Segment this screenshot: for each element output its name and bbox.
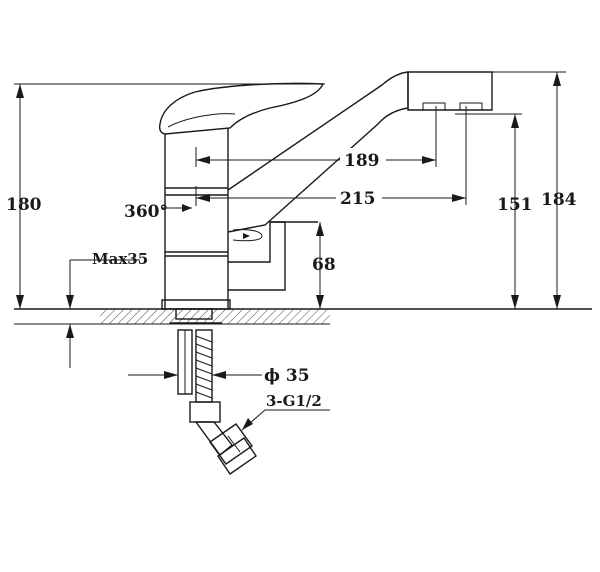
lever-handle	[14, 82, 325, 135]
braided-hose	[195, 335, 213, 399]
hose-nut	[209, 423, 257, 475]
dimension-189: 189	[195, 106, 437, 171]
dimension-215: 215	[195, 106, 467, 209]
label-180: 180	[6, 195, 42, 215]
dimension-max35: Max35	[66, 250, 148, 368]
dimension-68: 68	[312, 222, 336, 309]
side-valve	[228, 221, 318, 291]
shank-and-hoses	[170, 308, 257, 475]
label-connection: 3-G1/2	[266, 392, 322, 410]
dimension-184: 184	[541, 72, 577, 309]
label-diameter: ϕ 35	[264, 366, 310, 386]
spout	[227, 71, 566, 233]
swivel-indicator: 360°	[124, 202, 192, 222]
countertop	[14, 308, 592, 325]
connection-callout: 3-G1/2	[241, 392, 330, 431]
dimension-diameter: ϕ 35	[128, 366, 310, 386]
label-max35: Max35	[92, 250, 148, 268]
label-68: 68	[312, 255, 336, 275]
label-360: 360°	[124, 202, 168, 222]
label-215: 215	[340, 189, 376, 209]
dimension-180: 180	[6, 84, 42, 309]
label-184: 184	[541, 190, 577, 210]
label-151: 151	[497, 195, 533, 215]
dimension-151: 151	[497, 114, 533, 309]
label-189: 189	[344, 151, 380, 171]
